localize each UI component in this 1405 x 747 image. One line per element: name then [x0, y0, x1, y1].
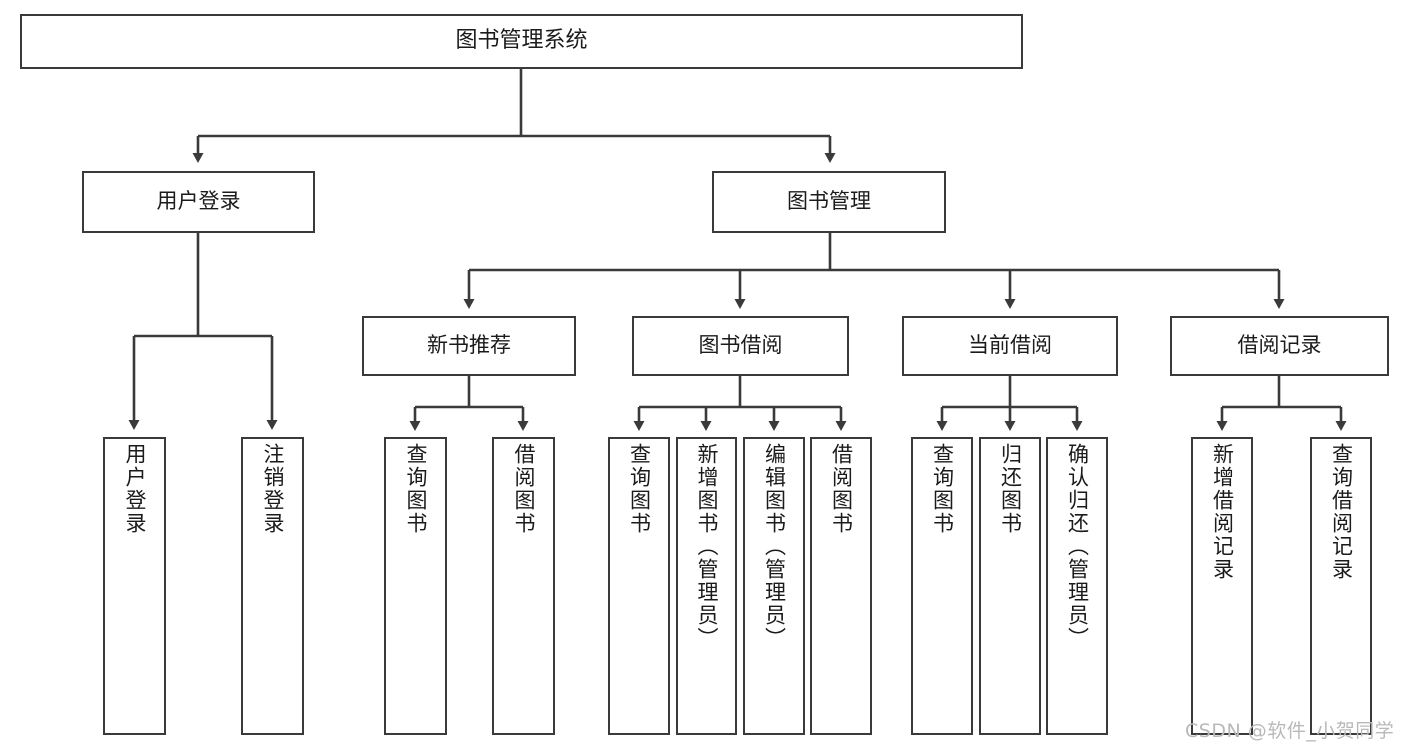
node-leaf-bookborrow-add-book-admin[interactable]: 新增图书（管理员） — [676, 437, 737, 735]
node-book-borrow[interactable]: 图书借阅 — [632, 316, 849, 376]
node-leaf-label: 查询图书 — [627, 443, 652, 535]
node-user-login[interactable]: 用户登录 — [82, 171, 315, 233]
node-leaf-label: 新增借阅记录 — [1210, 443, 1235, 581]
node-leaf-user-login-signout[interactable]: 注销登录 — [241, 437, 304, 735]
node-borrow-record-label: 借阅记录 — [1237, 333, 1322, 358]
node-leaf-borrowrecord-query-record[interactable]: 查询借阅记录 — [1310, 437, 1372, 735]
node-leaf-label: 新增图书（管理员） — [695, 443, 719, 650]
node-leaf-label: 查询图书 — [404, 443, 428, 535]
node-leaf-label: 查询图书 — [930, 443, 955, 535]
node-leaf-borrowrecord-add-record[interactable]: 新增借阅记录 — [1191, 437, 1253, 735]
node-leaf-label: 编辑图书（管理员） — [762, 443, 787, 650]
node-leaf-currentborrow-confirm-return-admin[interactable]: 确认归还（管理员） — [1046, 437, 1108, 735]
node-root-book-management-system[interactable]: 图书管理系统 — [20, 14, 1023, 69]
node-current-borrow-label: 当前借阅 — [968, 333, 1052, 358]
node-leaf-bookborrow-edit-book-admin[interactable]: 编辑图书（管理员） — [743, 437, 805, 735]
node-book-management-label: 图书管理 — [787, 189, 871, 214]
node-leaf-currentborrow-query-book[interactable]: 查询图书 — [911, 437, 973, 735]
node-user-login-label: 用户登录 — [156, 189, 241, 214]
node-borrow-record[interactable]: 借阅记录 — [1170, 316, 1389, 376]
node-new-book-recommend[interactable]: 新书推荐 — [362, 316, 576, 376]
node-leaf-bookborrow-borrow-book[interactable]: 借阅图书 — [810, 437, 872, 735]
node-book-management[interactable]: 图书管理 — [712, 171, 946, 233]
node-current-borrow[interactable]: 当前借阅 — [902, 316, 1118, 376]
node-leaf-currentborrow-return-book[interactable]: 归还图书 — [979, 437, 1041, 735]
node-leaf-newbook-query-book[interactable]: 查询图书 — [384, 437, 447, 735]
csdn-watermark: CSDN @软件_小贺同学 — [1185, 720, 1395, 742]
node-leaf-bookborrow-query-book[interactable]: 查询图书 — [608, 437, 670, 735]
node-leaf-label: 借阅图书 — [512, 443, 536, 535]
node-new-book-recommend-label: 新书推荐 — [427, 333, 511, 358]
node-root-label: 图书管理系统 — [455, 28, 588, 54]
node-leaf-user-login-signin[interactable]: 用户登录 — [103, 437, 166, 735]
node-leaf-label: 查询借阅记录 — [1329, 443, 1354, 581]
node-leaf-label: 确认归还（管理员） — [1065, 443, 1090, 650]
node-book-borrow-label: 图书借阅 — [698, 333, 783, 358]
node-leaf-label: 用户登录 — [123, 443, 147, 535]
node-leaf-label: 注销登录 — [261, 443, 285, 535]
node-leaf-label: 归还图书 — [998, 443, 1023, 535]
node-leaf-label: 借阅图书 — [829, 443, 854, 535]
node-leaf-newbook-borrow-book[interactable]: 借阅图书 — [492, 437, 555, 735]
